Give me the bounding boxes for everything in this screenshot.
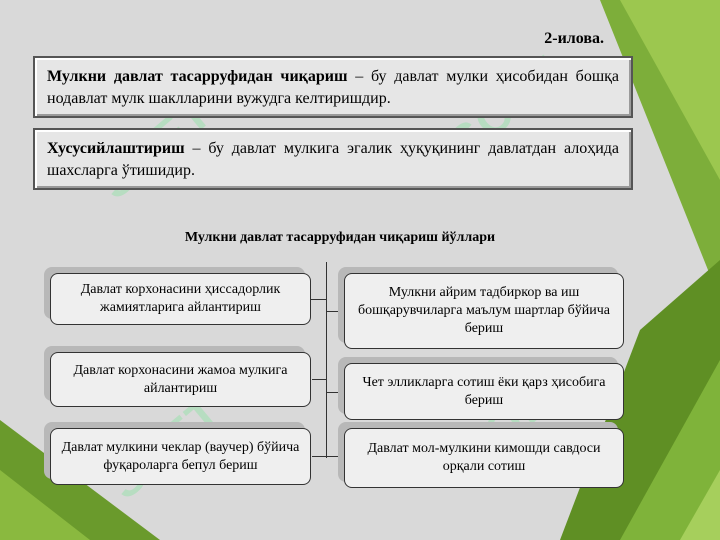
box-label: Давлат корхонасини ҳиссадорлик жамиятлар… [50, 273, 311, 325]
diagram-box-right-1: Мулкни айрим тадбиркор ва иш бошқарувчил… [338, 267, 624, 349]
box-label: Давлат корхонасини жамоа мулкига айланти… [50, 352, 311, 407]
definition-text: – бу давлат мулкига эгалик ҳуқуқининг да… [47, 140, 619, 179]
diagram-box-left-3: Давлат мулкини чеклар (ваучер) бўйича фу… [44, 422, 311, 485]
definition-text: – бу давлат мулки ҳисобидан бошқа нодавл… [47, 68, 620, 107]
diagram-box-right-3: Давлат мол-мулкини кимошди савдоси орқал… [338, 422, 624, 488]
box-label: Чет элликларга сотиш ёки қарз ҳисобига б… [344, 363, 624, 420]
box-label: Давлат мол-мулкини кимошди савдоси орқал… [344, 428, 624, 488]
diagram-title: Мулкни давлат тасарруфидан чиқариш йўлла… [184, 230, 496, 245]
definition-box: Хусусийлаштириш – бу давлат мулкига эгал… [33, 128, 633, 190]
diagram-box-right-2: Чет элликларга сотиш ёки қарз ҳисобига б… [338, 357, 624, 420]
connector-line [326, 311, 344, 312]
definition-box: Мулкни давлат тасарруфидан чиқариш – бу … [33, 56, 633, 118]
diagram-box-left-1: Давлат корхонасини ҳиссадорлик жамиятлар… [44, 267, 311, 325]
appendix-label: 2-илова. [544, 30, 604, 47]
connector-line [326, 456, 344, 457]
connector-line [312, 379, 326, 380]
box-label: Мулкни айрим тадбиркор ва иш бошқарувчил… [344, 273, 624, 349]
connector-line [310, 299, 326, 300]
definition-term: Хусусийлаштириш [47, 140, 185, 157]
connector-line [326, 392, 344, 393]
box-label: Давлат мулкини чеклар (ваучер) бўйича фу… [50, 428, 311, 485]
definition-term: Мулкни давлат тасарруфидан чиқариш [47, 68, 348, 85]
connector-trunk [326, 262, 327, 458]
diagram-box-left-2: Давлат корхонасини жамоа мулкига айланти… [44, 346, 311, 407]
connector-line [312, 456, 326, 457]
